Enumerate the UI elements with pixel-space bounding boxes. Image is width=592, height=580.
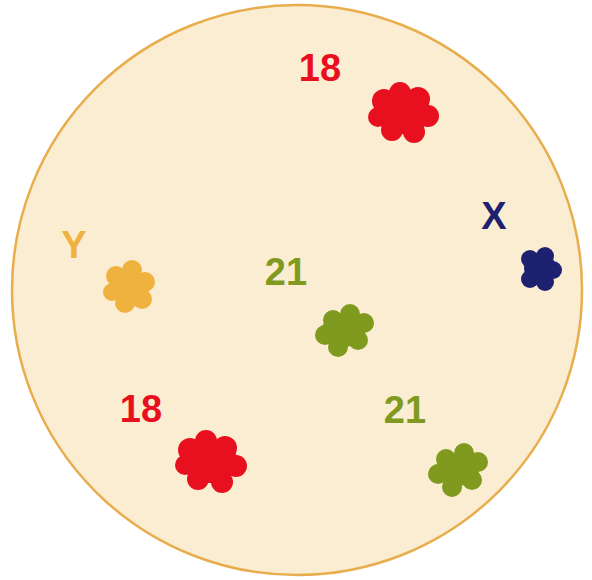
chromosome-label: 21 <box>265 253 307 291</box>
chromosome-label: X <box>481 197 506 235</box>
chromosome-label: 18 <box>120 390 162 428</box>
chromosome-label: 18 <box>299 49 341 87</box>
chromosome-blob <box>368 82 439 143</box>
chromosome-blob <box>103 260 155 313</box>
chromosome-label: 21 <box>384 391 426 429</box>
chromosome-blob <box>175 430 247 493</box>
chromosome-blob <box>521 247 562 291</box>
chromosome-blob <box>428 443 488 497</box>
chromosome-blob <box>315 304 374 357</box>
nucleus-outline <box>12 5 582 575</box>
chromosome-label: Y <box>61 226 86 264</box>
